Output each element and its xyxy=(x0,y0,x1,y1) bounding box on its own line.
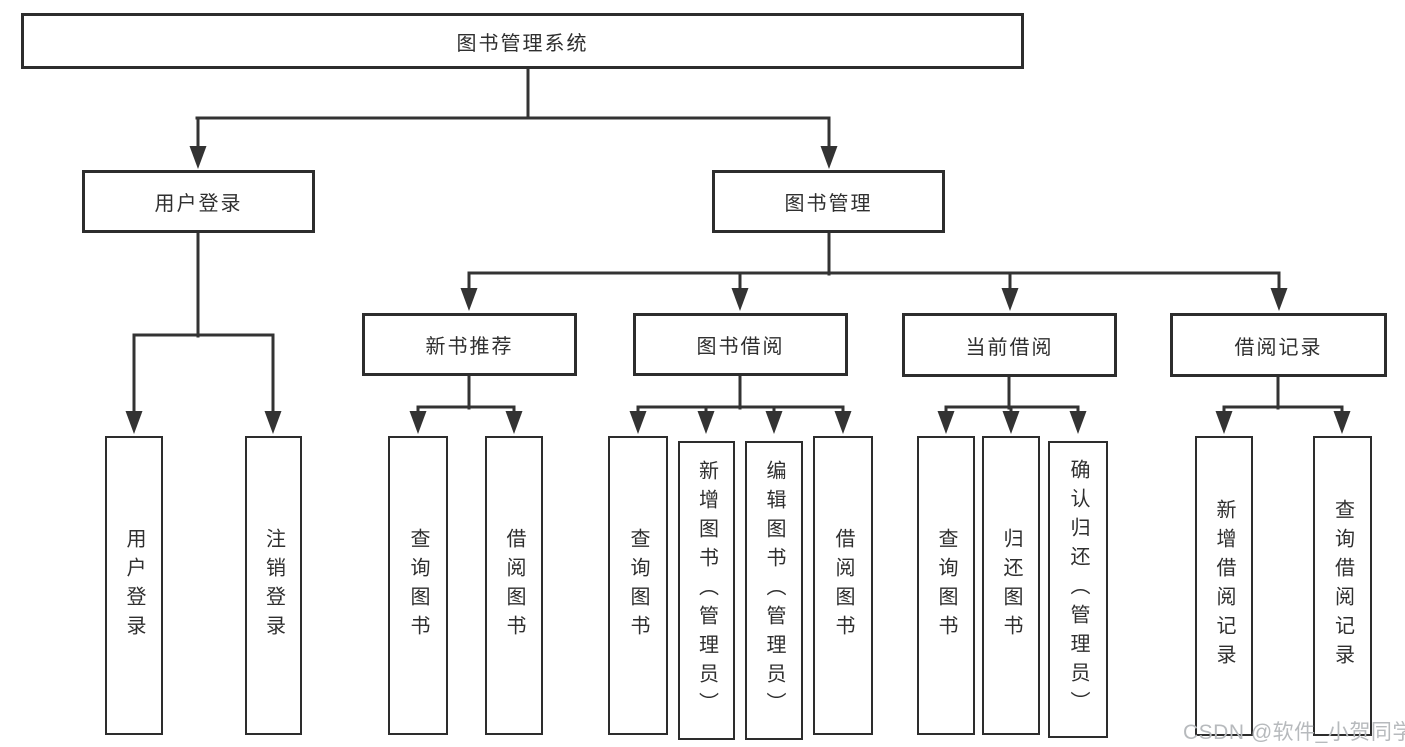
leaf-query-books-current: 查询图书 xyxy=(917,436,975,735)
leaf-add-borrow-record: 新增借阅记录 xyxy=(1195,436,1253,736)
leaf-confirm-return-admin: 确认归还（管理员） xyxy=(1048,441,1108,738)
leaf-query-borrow-record-label: 查询借阅记录 xyxy=(1331,499,1354,673)
leaf-return-books: 归还图书 xyxy=(982,436,1040,735)
node-user-login-branch: 用户登录 xyxy=(82,170,315,233)
leaf-add-book-admin: 新增图书（管理员） xyxy=(678,441,735,740)
leaf-add-borrow-record-label: 新增借阅记录 xyxy=(1213,499,1235,673)
leaf-confirm-return-admin-label: 确认归还（管理员） xyxy=(1067,459,1089,720)
csdn-watermark: CSDN @软件_小贺同学 xyxy=(1183,721,1405,744)
leaf-query-books-borrowing: 查询图书 xyxy=(608,436,668,735)
node-book-management-branch-label: 图书管理 xyxy=(784,193,873,215)
node-current-borrowing: 当前借阅 xyxy=(902,313,1117,377)
node-new-book-recommendation-label: 新书推荐 xyxy=(425,336,514,358)
leaf-query-borrow-record: 查询借阅记录 xyxy=(1313,436,1372,736)
node-current-borrowing-label: 当前借阅 xyxy=(965,336,1054,359)
node-book-management-branch: 图书管理 xyxy=(712,170,945,233)
node-root-system: 图书管理系统 xyxy=(21,13,1024,69)
node-user-login-branch-label: 用户登录 xyxy=(154,193,243,215)
leaf-edit-book-admin-label: 编辑图书（管理员） xyxy=(763,460,785,721)
leaf-borrow-books-borrowing: 借阅图书 xyxy=(813,436,873,735)
leaf-logout: 注销登录 xyxy=(245,436,302,735)
leaf-add-book-admin-label: 新增图书（管理员） xyxy=(695,460,718,721)
leaf-return-books-label: 归还图书 xyxy=(1000,527,1022,644)
node-borrowing-records-label: 借阅记录 xyxy=(1234,336,1323,359)
node-book-borrowing: 图书借阅 xyxy=(633,313,848,376)
leaf-logout-label: 注销登录 xyxy=(262,527,285,644)
leaf-borrow-books-recommend: 借阅图书 xyxy=(485,436,543,735)
leaf-user-login-label: 用户登录 xyxy=(123,527,145,644)
node-borrowing-records: 借阅记录 xyxy=(1170,313,1387,377)
leaf-query-books-recommend-label: 查询图书 xyxy=(407,527,429,644)
leaf-query-books-recommend: 查询图书 xyxy=(388,436,448,735)
leaf-edit-book-admin: 编辑图书（管理员） xyxy=(745,441,803,740)
node-root-label: 图书管理系统 xyxy=(456,32,589,55)
node-book-borrowing-label: 图书借阅 xyxy=(696,336,785,358)
leaf-query-books-borrowing-label: 查询图书 xyxy=(627,527,649,644)
node-new-book-recommendation: 新书推荐 xyxy=(362,313,577,376)
leaf-query-books-current-label: 查询图书 xyxy=(935,527,957,644)
leaf-borrow-books-recommend-label: 借阅图书 xyxy=(503,527,525,644)
leaf-user-login: 用户登录 xyxy=(105,436,163,735)
leaf-borrow-books-borrowing-label: 借阅图书 xyxy=(832,527,854,644)
